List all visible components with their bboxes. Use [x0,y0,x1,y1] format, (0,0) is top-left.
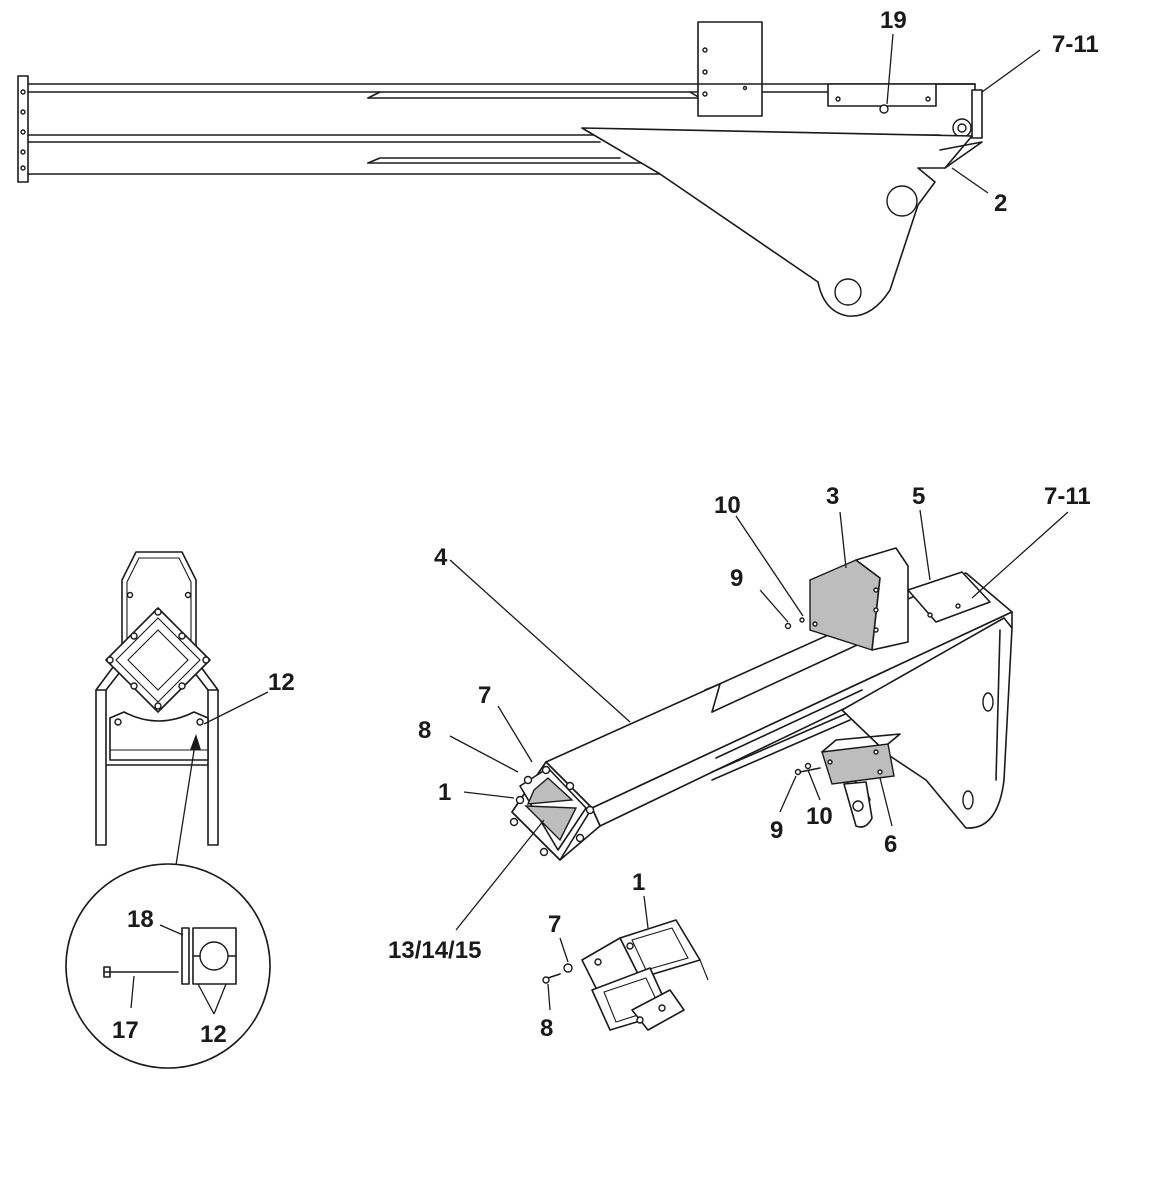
end-plate [17,75,29,183]
callout-13-14-15: 13/14/15 [388,937,481,964]
callout-9-lower: 9 [770,817,783,844]
callout-5: 5 [912,483,925,510]
washer [181,927,190,985]
upper-pin-hole [886,185,918,217]
exploded-view: 1 7 8 [540,869,709,1042]
detail-outline [65,863,271,1069]
callout-12-end: 12 [268,669,295,696]
callout-8-exploded: 8 [540,1015,553,1042]
callout-4: 4 [434,544,448,571]
wear-pad-upper [526,777,574,805]
callout-7-11-top: 7-11 [1052,31,1099,58]
callout-10-lower: 10 [806,803,833,830]
bracket-3 [809,559,881,651]
block-5 [907,571,991,623]
cradle [109,711,209,761]
callout-3: 3 [826,483,839,510]
callout-12-detail: 12 [200,1021,227,1048]
callout-1-exploded: 1 [632,869,645,896]
side-view: 19 7-11 2 [17,7,1099,317]
callout-6: 6 [884,831,897,858]
mount-plate [581,127,973,317]
end-view: 12 [95,551,295,866]
callout-2: 2 [994,190,1007,217]
upright-bracket [697,21,763,117]
callout-1-iso: 1 [438,779,451,806]
callout-10-upper: 10 [714,492,741,519]
lower-pin-hole [834,278,862,306]
bracket-6 [821,743,895,785]
clamp-plate [827,83,937,107]
iso-view: 4 7 8 1 13/14/15 9 10 3 5 7-11 9 10 6 [388,483,1091,964]
callout-7-11-iso: 7-11 [1044,483,1091,510]
callout-7-iso: 7 [478,682,491,709]
wear-pad-lower [524,805,578,842]
callout-17: 17 [112,1017,139,1044]
callout-8-iso: 8 [418,717,431,744]
callout-9-upper: 9 [730,565,743,592]
callout-19: 19 [880,7,907,34]
detail-circle: 18 17 12 [65,863,271,1069]
callout-7-exploded: 7 [548,911,561,938]
callout-18: 18 [127,906,154,933]
side-plate [841,617,1013,829]
